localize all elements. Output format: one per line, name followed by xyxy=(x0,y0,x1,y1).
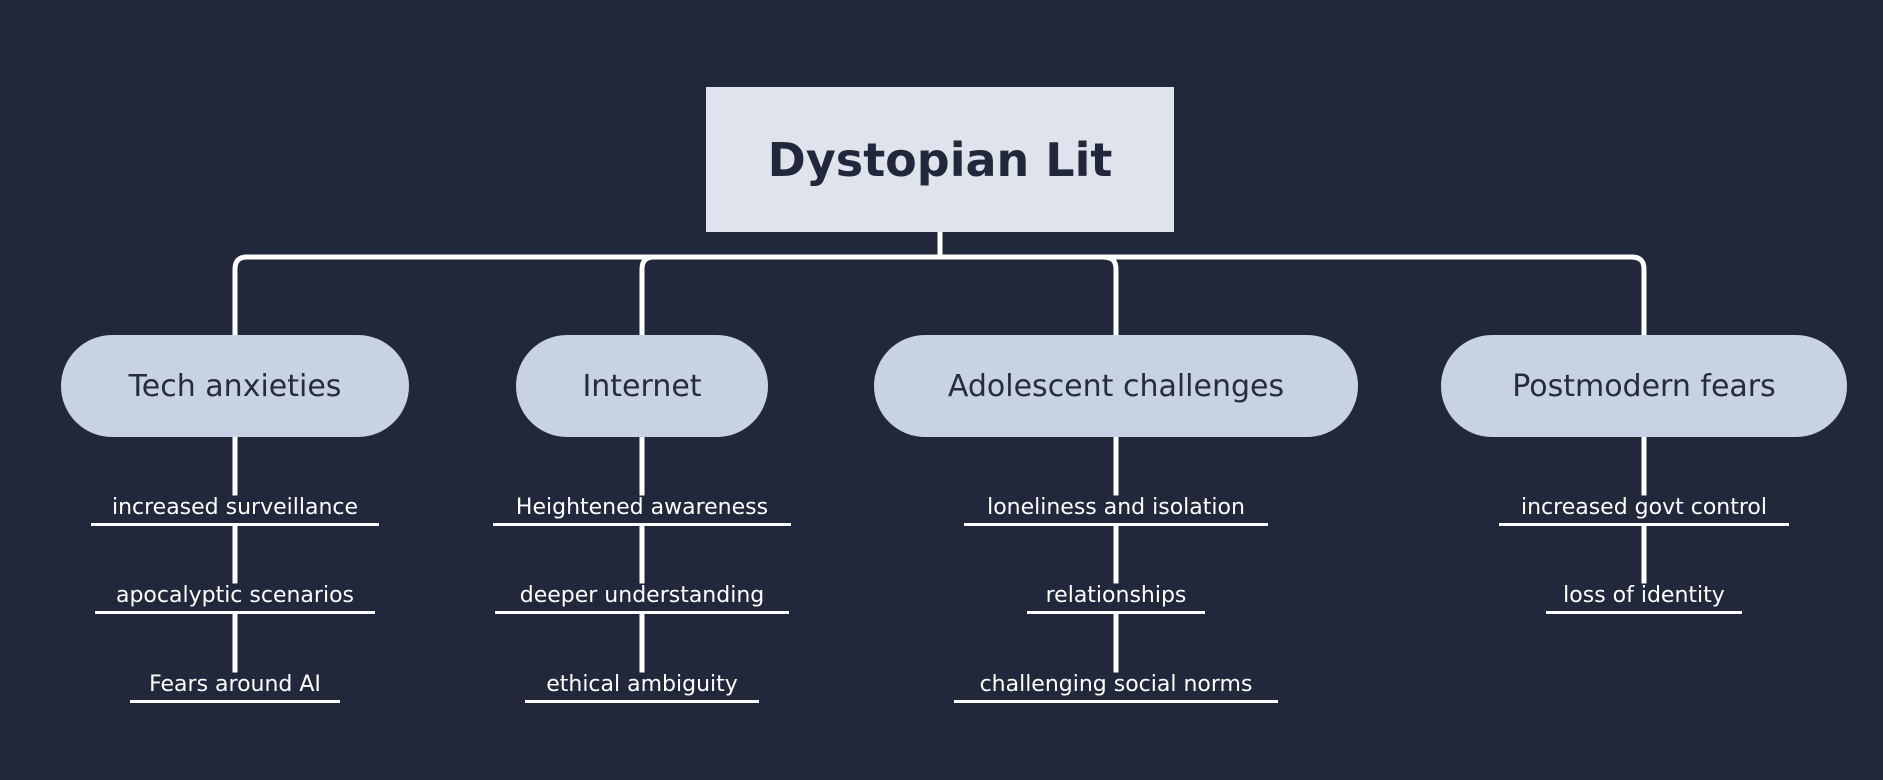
branch-tech-anxieties: Tech anxieties xyxy=(61,335,409,437)
drop-line-postmodern xyxy=(1629,254,1647,338)
branch-adolescent-challenges: Adolescent challenges xyxy=(874,335,1358,437)
drop-line-adolescent xyxy=(1101,254,1119,338)
drop-line-tech xyxy=(232,254,250,338)
leaf-loneliness-and-isolation: loneliness and isolation xyxy=(964,493,1268,526)
branch-internet: Internet xyxy=(516,335,768,437)
leaf-deeper-understanding: deeper understanding xyxy=(495,581,789,614)
leaf-ethical-ambiguity: ethical ambiguity xyxy=(525,670,759,703)
leaf-heightened-awareness: Heightened awareness xyxy=(493,493,791,526)
root-node: Dystopian Lit xyxy=(706,87,1174,232)
drop-line-internet xyxy=(639,254,657,338)
leaf-apocalyptic-scenarios: apocalyptic scenarios xyxy=(95,581,375,614)
leaf-loss-of-identity: loss of identity xyxy=(1546,581,1742,614)
leaf-challenging-social-norms: challenging social norms xyxy=(954,670,1278,703)
leaf-fears-around-ai: Fears around AI xyxy=(130,670,340,703)
branch-postmodern-fears: Postmodern fears xyxy=(1441,335,1847,437)
leaf-increased-govt-control: increased govt control xyxy=(1499,493,1789,526)
leaf-relationships: relationships xyxy=(1027,581,1205,614)
leaf-increased-surveillance: increased surveillance xyxy=(91,493,379,526)
